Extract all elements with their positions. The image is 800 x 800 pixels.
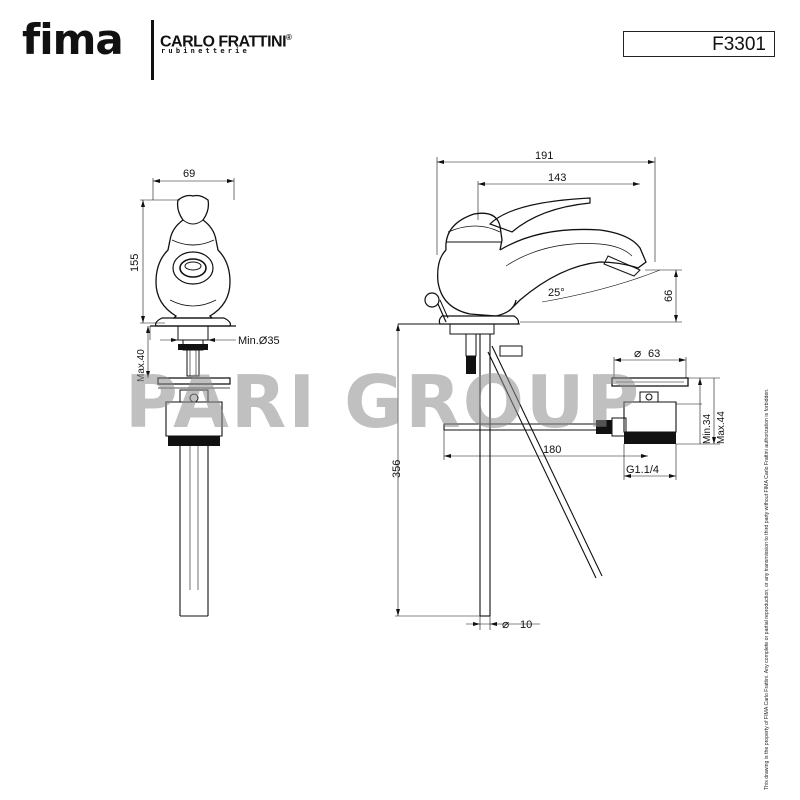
drain-max-label: Max.44 (716, 411, 727, 444)
product-code: F3301 (712, 34, 766, 55)
drain-reach-label: 180 (543, 444, 561, 456)
side-view: 191 143 25° 6 (391, 150, 682, 631)
drain-min-label: Min.34 (702, 414, 713, 444)
drain-detail: ⌀ 63 Min.34 Max.44 G1.1/4 (611, 346, 727, 480)
front-view: 69 155 (129, 168, 280, 617)
hole-diameter-label: Min.Ø35 (238, 335, 280, 347)
front-height-label: 155 (129, 254, 141, 272)
brand-name-text: CARLO FRATTINI (160, 33, 287, 51)
drain-diameter-symbol: ⌀ (634, 346, 641, 360)
total-length-label: 191 (535, 150, 553, 162)
max-thickness-label: Max.40 (136, 349, 147, 382)
spout-height-label: 66 (663, 290, 675, 302)
rod-diameter-label: 10 (520, 619, 532, 631)
logo-divider (151, 20, 154, 80)
drain-thread-label: G1.1/4 (626, 464, 659, 476)
fima-logo: fima (22, 15, 124, 64)
spout-angle-label: 25° (548, 287, 565, 299)
legal-note: This drawing is the property of FIMA Car… (764, 388, 770, 790)
brand-subtitle: rubinetterie (161, 47, 250, 55)
spout-length-label: 143 (548, 172, 566, 184)
registered-mark: ® (286, 33, 292, 42)
product-code-box: F3301 (623, 31, 775, 57)
watermark: PARI GROUP (125, 360, 642, 444)
brand-name: CARLO FRATTINI® (160, 29, 292, 51)
rod-diameter-symbol: ⌀ (502, 617, 509, 631)
front-width-label: 69 (183, 168, 195, 180)
drain-diameter-label: 63 (648, 348, 660, 360)
rod-length-label: 356 (391, 460, 403, 478)
